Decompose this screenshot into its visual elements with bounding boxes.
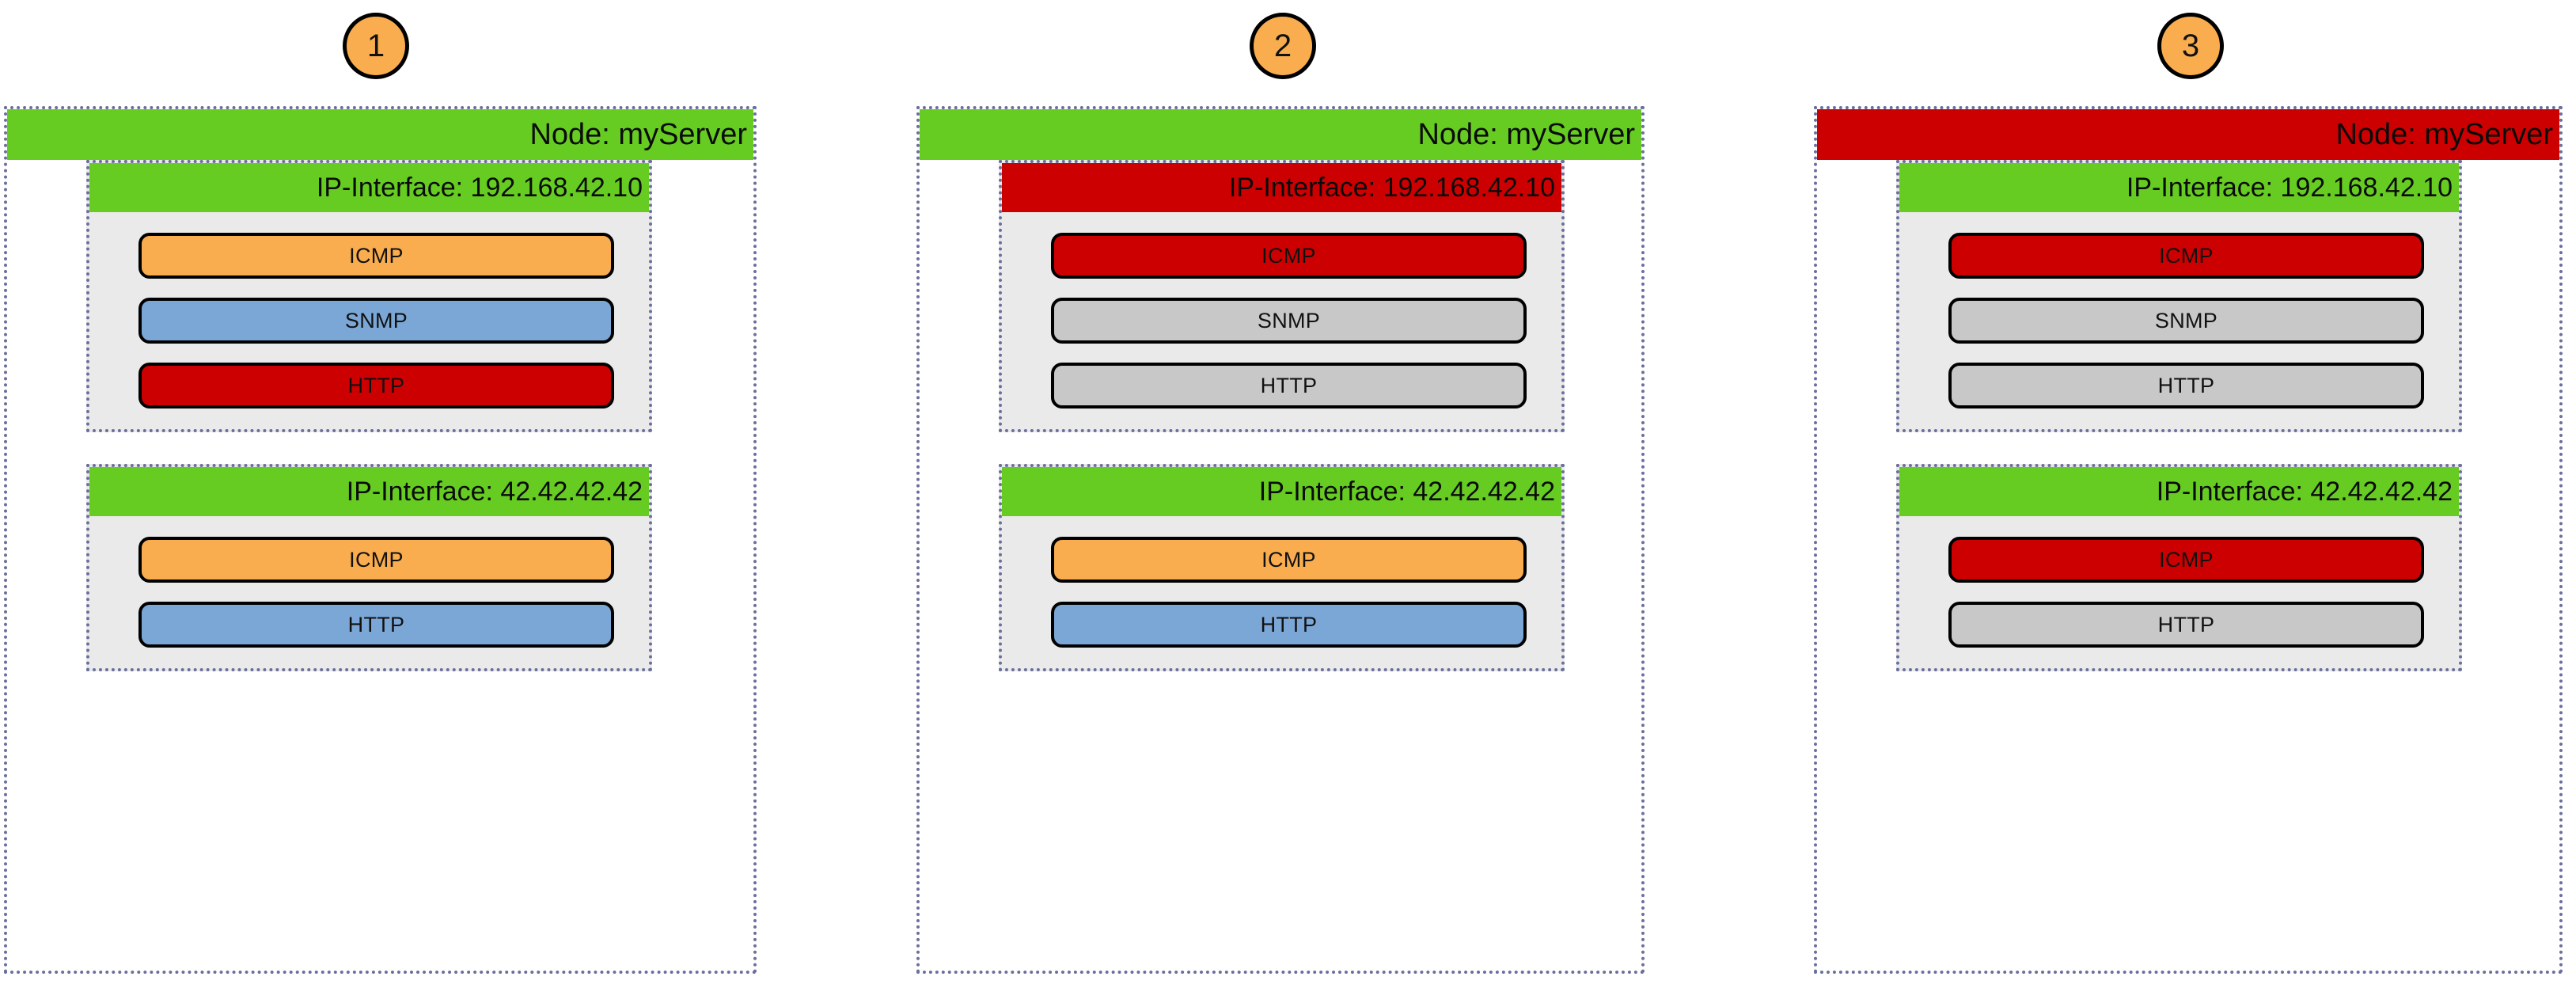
service-list: ICMP SNMP HTTP: [89, 212, 649, 429]
service-http[interactable]: HTTP: [1051, 363, 1527, 408]
service-icmp[interactable]: ICMP: [1051, 233, 1527, 279]
service-list: ICMP HTTP: [89, 516, 649, 668]
ip-interface-header: IP-Interface: 42.42.42.42: [1899, 467, 2459, 516]
service-icmp[interactable]: ICMP: [138, 537, 614, 583]
service-http[interactable]: HTTP: [138, 363, 614, 408]
ip-interface-header: IP-Interface: 42.42.42.42: [1002, 467, 1561, 516]
service-http[interactable]: HTTP: [1051, 602, 1527, 648]
service-http[interactable]: HTTP: [1948, 363, 2424, 408]
service-http[interactable]: HTTP: [138, 602, 614, 648]
step-badge-2: 2: [1250, 13, 1316, 79]
service-icmp[interactable]: ICMP: [1948, 537, 2424, 583]
service-icmp[interactable]: ICMP: [138, 233, 614, 279]
service-list: ICMP SNMP HTTP: [1002, 212, 1561, 429]
service-list: ICMP HTTP: [1002, 516, 1561, 668]
service-icmp[interactable]: ICMP: [1051, 537, 1527, 583]
service-list: ICMP SNMP HTTP: [1899, 212, 2459, 429]
ip-interface-header: IP-Interface: 42.42.42.42: [89, 467, 649, 516]
step-badge-1: 1: [343, 13, 409, 79]
service-http[interactable]: HTTP: [1948, 602, 2424, 648]
service-snmp[interactable]: SNMP: [1948, 298, 2424, 344]
service-icmp[interactable]: ICMP: [1948, 233, 2424, 279]
ip-interface-header: IP-Interface: 192.168.42.10: [89, 163, 649, 212]
step-badge-3: 3: [2157, 13, 2224, 79]
service-snmp[interactable]: SNMP: [1051, 298, 1527, 344]
service-snmp[interactable]: SNMP: [138, 298, 614, 344]
node-header: Node: myServer: [1817, 109, 2559, 160]
node-header: Node: myServer: [7, 109, 753, 160]
service-list: ICMP HTTP: [1899, 516, 2459, 668]
node-header: Node: myServer: [920, 109, 1641, 160]
ip-interface-header: IP-Interface: 192.168.42.10: [1899, 163, 2459, 212]
ip-interface-header: IP-Interface: 192.168.42.10: [1002, 163, 1561, 212]
